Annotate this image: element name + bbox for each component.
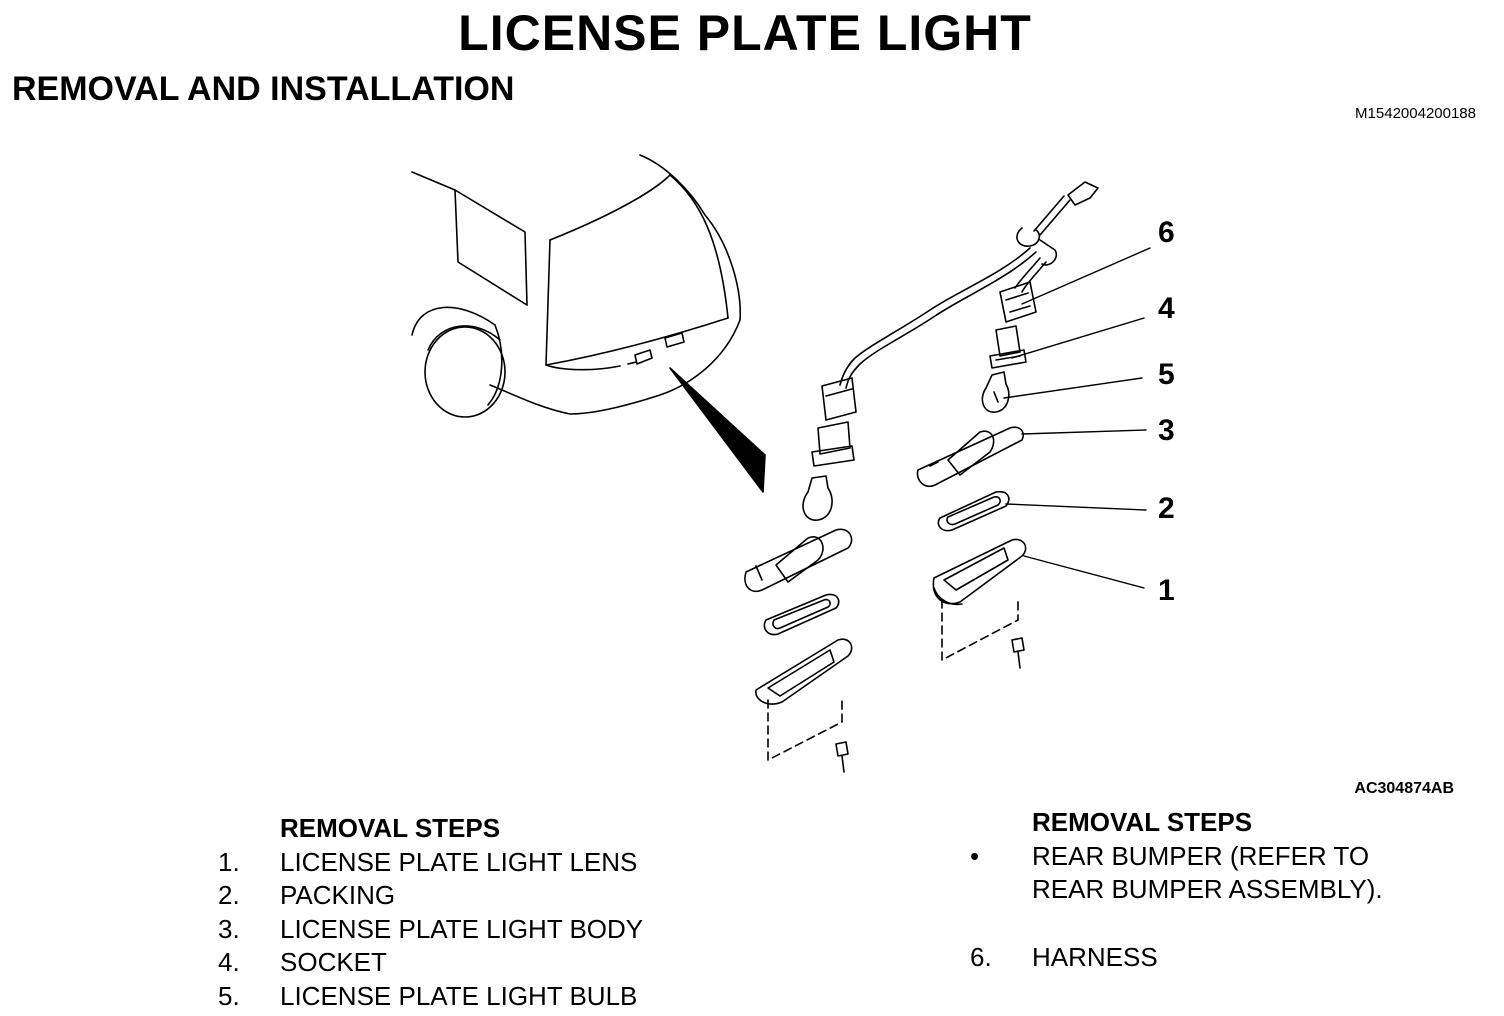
step-row: 3.LICENSE PLATE LIGHT BODY <box>218 913 644 944</box>
socket-part <box>989 325 1027 369</box>
light-body-part <box>916 426 1025 488</box>
step-row: 1.LICENSE PLATE LIGHT LENS <box>218 846 638 877</box>
callout-label: 4 <box>1158 292 1175 325</box>
page-title: LICENSE PLATE LIGHT <box>458 5 1032 61</box>
callout-label: 1 <box>1158 574 1175 607</box>
removal-steps-right: REMOVAL STEPS •REAR BUMPER (REFER TO REA… <box>970 806 1383 974</box>
steps-heading: REMOVAL STEPS <box>280 813 501 843</box>
leader-lines <box>1003 247 1151 589</box>
left-connector <box>811 377 857 467</box>
left-light-body <box>744 528 853 592</box>
callout-label: 3 <box>1158 414 1175 447</box>
bullet-icon: • <box>970 840 980 871</box>
callout-label: 5 <box>1158 358 1175 391</box>
document-code: M1542004200188 <box>1355 105 1476 122</box>
step-row: 2.PACKING <box>218 880 396 910</box>
packing-part <box>937 490 1010 532</box>
removal-steps-left: REMOVAL STEPS 1.LICENSE PLATE LIGHT LENS… <box>218 812 643 1013</box>
left-screw <box>835 741 849 773</box>
step-row: 4.SOCKET <box>218 947 387 977</box>
page-subtitle: REMOVAL AND INSTALLATION <box>12 70 515 108</box>
callout-numbers: 6 4 5 3 2 1 <box>1158 216 1175 607</box>
steps-heading: REMOVAL STEPS <box>1032 807 1253 837</box>
step-row: 5.LICENSE PLATE LIGHT BULB <box>218 980 638 1011</box>
callout-label: 6 <box>1158 216 1175 249</box>
left-bulb <box>802 475 833 521</box>
detail-pointer <box>669 367 766 493</box>
step-row: 6.HARNESS <box>970 941 1158 972</box>
vehicle-rear-outline <box>411 154 741 418</box>
lens-part <box>932 538 1027 606</box>
callout-label: 2 <box>1158 492 1175 525</box>
harness-connector <box>999 281 1037 323</box>
left-lens <box>755 638 853 705</box>
harness-cable <box>839 181 1099 389</box>
screw-part <box>1011 637 1025 669</box>
prereq-row: •REAR BUMPER (REFER TO <box>970 840 1383 874</box>
bulb-part <box>981 371 1010 413</box>
figure-code: AC304874AB <box>1354 780 1454 797</box>
left-packing <box>763 593 840 636</box>
